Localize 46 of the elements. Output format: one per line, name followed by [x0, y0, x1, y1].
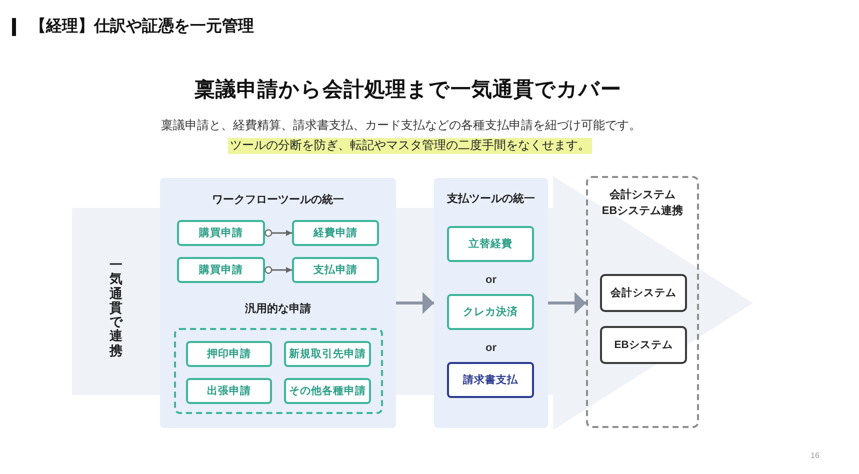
title: 稟議申請から会計処理まで一気通貫でカバー: [194, 77, 622, 103]
connector-arrow: [264, 229, 292, 237]
box-label: クレカ決済: [463, 306, 518, 318]
system-box: [600, 274, 687, 312]
chevron-arrow: [396, 292, 434, 314]
connector-arrow: [264, 266, 292, 274]
box-label: 購買申請: [199, 264, 243, 276]
panel-heading: 会計システム EBシステム連携: [600, 188, 684, 219]
process-box: [292, 220, 379, 246]
box-label: その他各種申請: [289, 386, 366, 396]
process-box: [284, 341, 371, 367]
box-label: 押印申請: [207, 348, 251, 360]
section-heading: 【経理】仕訳や証憑を一元管理: [30, 17, 254, 37]
dashed-group-box: [174, 328, 383, 414]
system-box: [600, 326, 687, 364]
box-label: EBシステム: [614, 340, 673, 350]
description-text: 稟議申請と、経費精算、請求書支払、カード支払などの各種支払申請を紐づけ可能です。: [161, 118, 641, 134]
panel-heading: 支払ツールの統一: [447, 192, 535, 207]
separator-text: or: [486, 273, 496, 288]
process-box: [292, 257, 379, 283]
panel: [434, 178, 548, 428]
box-label: 請求書支払: [463, 374, 518, 386]
process-box: [186, 378, 272, 404]
box-label: 購買申請: [199, 228, 243, 238]
highlighted-text: ツールの分断を防ぎ、転記やマスタ管理の二度手間をなくせます。: [228, 138, 592, 154]
panel-heading: ワークフローツールの統一: [212, 193, 344, 208]
box-label: 会計システム: [610, 288, 676, 298]
page-number: 16: [810, 451, 820, 462]
process-box: [447, 362, 534, 398]
panel: [160, 178, 396, 428]
box-label: 支払申請: [314, 264, 358, 276]
dashed-panel: [586, 176, 699, 428]
process-box: [177, 257, 265, 283]
panel-heading: 汎用的な申請: [245, 302, 311, 317]
process-box: [447, 226, 534, 262]
box-label: 経費申請: [314, 228, 358, 238]
process-box: [186, 341, 272, 367]
process-box: [284, 378, 371, 404]
box-label: 新規取引先申請: [289, 348, 366, 360]
box-label: 出張申請: [207, 386, 251, 396]
vertical-label: 一気通貫で連携: [110, 258, 122, 358]
process-box: [177, 220, 265, 246]
box-label: 立替経費: [468, 238, 512, 250]
separator-text: or: [486, 341, 496, 356]
process-box: [447, 294, 534, 330]
chevron-arrow: [548, 292, 586, 314]
